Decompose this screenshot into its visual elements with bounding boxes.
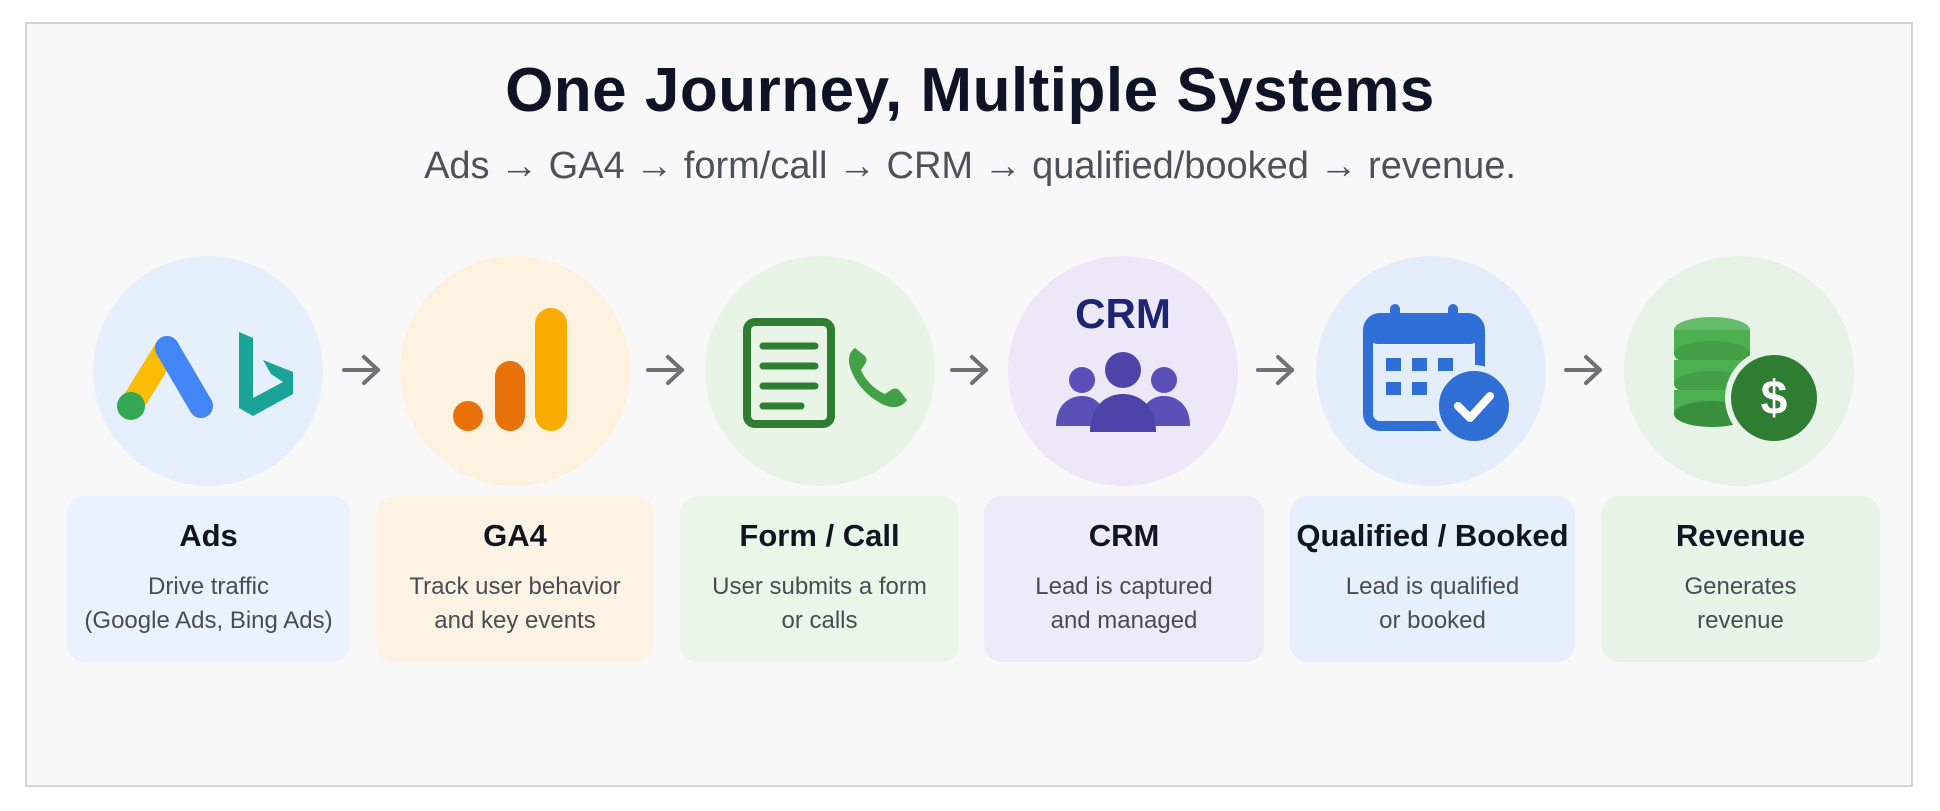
arrow-right-icon xyxy=(342,355,380,385)
page-title: One Journey, Multiple Systems xyxy=(505,56,1435,125)
arrow-right-icon xyxy=(1256,355,1294,385)
crm-icon-label: CRM xyxy=(1075,290,1171,337)
google-ads-bing-icon xyxy=(117,332,293,420)
step-description: Lead is captured and managed xyxy=(1035,573,1213,634)
crm-circle: CRM xyxy=(1008,256,1238,486)
step-card-form-call: Form / Call User submits a form or calls xyxy=(680,496,959,662)
step-title: CRM xyxy=(1088,518,1160,553)
step-title: Qualified / Booked xyxy=(1296,518,1569,553)
step-card-revenue: Revenue Generates revenue xyxy=(1601,496,1880,662)
analytics-bars-icon xyxy=(453,308,567,431)
step-title: GA4 xyxy=(483,518,547,553)
calendar-check-icon xyxy=(1363,304,1515,447)
ads-circle xyxy=(93,256,323,486)
page-subtitle: Ads → GA4 → form/call → CRM → qualified/… xyxy=(424,145,1516,187)
crm-people-icon: CRM xyxy=(1056,290,1190,432)
arrow-right-icon xyxy=(950,355,988,385)
step-description: Track user behavior and key events xyxy=(409,573,621,634)
arrow-right-icon xyxy=(1564,355,1602,385)
ga4-circle xyxy=(400,256,630,486)
step-card-qualified-booked: Qualified / Booked Lead is qualified or … xyxy=(1290,496,1575,662)
step-description: User submits a form or calls xyxy=(712,573,927,634)
step-card-crm: CRM Lead is captured and managed xyxy=(984,496,1264,662)
step-title: Revenue xyxy=(1675,518,1806,553)
svg-text:$: $ xyxy=(1761,372,1788,425)
arrow-right-icon xyxy=(646,355,684,385)
step-title: Form / Call xyxy=(739,518,900,553)
step-description: Lead is qualified or booked xyxy=(1345,573,1520,634)
revenue-circle: $ xyxy=(1624,256,1854,486)
money-coins-icon: $ xyxy=(1674,317,1823,447)
form-call-circle xyxy=(705,256,935,486)
step-title: Ads xyxy=(179,518,238,553)
step-card-ads: Ads Drive traffic (Google Ads, Bing Ads) xyxy=(67,496,350,662)
booked-circle xyxy=(1316,256,1546,486)
form-phone-icon xyxy=(743,318,907,428)
step-description: Drive traffic (Google Ads, Bing Ads) xyxy=(84,573,333,634)
step-description: Generates revenue xyxy=(1684,573,1797,634)
step-card-ga4: GA4 Track user behavior and key events xyxy=(376,496,654,662)
